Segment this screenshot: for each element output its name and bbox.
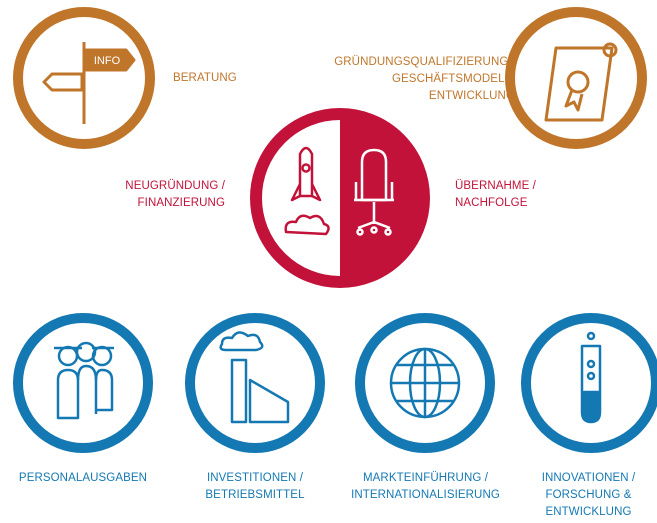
beratung-label: BERATUNG (173, 72, 237, 84)
center-circle (250, 108, 430, 288)
innovationen-label: INNOVATIONEN / FORSCHUNG & ENTWICKLUNG (541, 472, 636, 518)
markt-circle (355, 313, 495, 453)
test-tube-icon (580, 331, 602, 424)
rocket-icon (284, 146, 330, 236)
markt-label: MARKTEINFÜHRUNG / INTERNATIONALISIERUNG (351, 472, 500, 501)
innovationen-circle (521, 313, 657, 453)
beratung-circle: INFO (13, 7, 155, 149)
personal-circle (13, 313, 153, 453)
gruendung-circle (505, 7, 647, 149)
signpost-icon (42, 42, 136, 124)
factory-icon (219, 331, 290, 424)
personal-label: PERSONALAUSGABEN (18, 472, 148, 484)
uebernahme-label: ÜBERNAHME / NACHFOLGE (455, 180, 536, 209)
sign-text: INFO (94, 55, 121, 67)
globe-icon (389, 347, 461, 419)
investitionen-circle (185, 313, 325, 453)
certificate-icon (544, 42, 618, 122)
investitionen-label: INVESTITIONEN / BETRIEBSMITTEL (205, 472, 305, 501)
people-icon (54, 341, 114, 420)
office-chair-icon (354, 148, 394, 236)
neugruendung-label: NEUGRÜNDUNG / FINANZIERUNG (125, 180, 225, 209)
gruendung-label: GRÜNDUNGSQUALIFIZIERUNG / GESCHÄFTSMODEL… (334, 56, 515, 102)
